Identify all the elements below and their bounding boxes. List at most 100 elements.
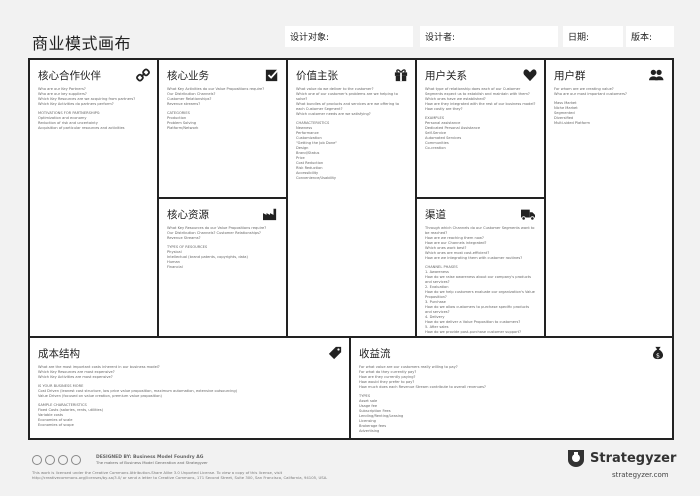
block-prompts: What are the most important costs inhere…: [38, 365, 341, 428]
prompt-line: How do we provide post-purchase customer…: [425, 330, 522, 334]
block-prompts: For what value are our customers really …: [359, 365, 664, 438]
prompt-line: Acquisition of particular resources and …: [38, 126, 125, 130]
prompt-line: "Getting the Job Done": [296, 141, 337, 145]
prompt-line: Automated Services: [425, 136, 462, 140]
prompt-line: Variable costs: [38, 413, 64, 417]
prompt-line: MOTIVATIONS FOR PARTNERSHIPS:: [38, 111, 101, 115]
block-revenue-streams[interactable]: 收益流 $ For what value are our customers r…: [351, 338, 672, 438]
block-key-activities[interactable]: 核心业务 What Key Activities do our Value Pr…: [159, 60, 286, 197]
block-title: 用户群: [554, 70, 586, 82]
prompt-line: Which ones work best?: [425, 246, 467, 250]
prompt-line: Design: [296, 146, 309, 150]
prompt-line: TYPES OF RESOURCES: [167, 245, 208, 249]
prompt-line: Licensing: [359, 419, 376, 423]
prompt-line: Multi-sided Platform: [554, 121, 591, 125]
prompt-line: Asset sale: [359, 399, 378, 403]
block-prompts: What value do we deliver to the customer…: [296, 87, 407, 181]
prompt-line: How are we integrating them with custome…: [425, 256, 523, 260]
prompt-line: Personal assistance: [425, 121, 461, 125]
block-cost-structure[interactable]: 成本结构 What are the most important costs i…: [30, 338, 349, 438]
prompt-line: Convenience/Usability: [296, 176, 337, 180]
designed-for-field[interactable]: 设计对象:: [285, 26, 413, 47]
prompt-line: Co-creation: [425, 146, 446, 150]
prompt-line: Which ones have we established?: [425, 97, 486, 101]
checkbox-icon: [265, 69, 279, 82]
prompt-line: Niche Market: [554, 106, 578, 110]
license-text-1: This work is licensed under the Creative…: [32, 470, 283, 475]
prompt-line: What are the most important costs inhere…: [38, 365, 160, 369]
prompt-line: Physical: [167, 250, 182, 254]
prompt-line: Which customer needs are we satisfying?: [296, 112, 371, 116]
prompt-line: How costly are they?: [425, 107, 463, 111]
prompt-line: How do we deliver a Value Proposition to…: [425, 320, 521, 324]
prompt-line: Dedicated Personal Assistance: [425, 126, 481, 130]
block-key-resources[interactable]: 核心资源 What Key Resources do our Value Pro…: [159, 199, 286, 336]
prompt-line: How do we help customers evaluate our or…: [425, 290, 535, 299]
block-customer-segments[interactable]: 用户群 For whom are we creating value?Who a…: [546, 60, 672, 336]
prompt-line: Which one of our customer's problems are…: [296, 92, 398, 101]
prompt-line: Customer Relationships?: [167, 97, 212, 101]
block-title: 成本结构: [38, 348, 80, 360]
truck-icon: [521, 209, 535, 221]
strategyzer-logo[interactable]: Strategyzer: [566, 448, 676, 468]
date-field[interactable]: 日期:: [563, 26, 623, 47]
block-title: 核心资源: [167, 209, 209, 221]
prompt-line: For what value are our customers really …: [359, 365, 458, 369]
heart-icon: [523, 69, 537, 82]
version-field[interactable]: 版本:: [626, 26, 674, 47]
prompt-line: What bundles of products and services ar…: [296, 102, 400, 111]
prompt-line: Advertising: [359, 429, 380, 433]
prompt-line: 4. Delivery: [425, 315, 445, 319]
prompt-line: Who are our Key Partners?: [38, 87, 86, 91]
prompt-line: Subscription Fees: [359, 409, 391, 413]
logo-url[interactable]: strategyzer.com: [612, 471, 669, 479]
prompt-line: 5. After sales: [425, 325, 449, 329]
prompt-line: How do we raise awareness about our comp…: [425, 275, 531, 284]
prompt-line: Newness: [296, 126, 313, 130]
canvas-grid: 核心合作伙伴 Who are our Key Partners?Who are …: [28, 58, 674, 440]
prompt-line: Platform/Network: [167, 126, 199, 130]
designed-by-field[interactable]: 设计者:: [420, 26, 558, 47]
logo-text: Strategyzer: [590, 450, 677, 466]
prompt-line: How much does each Revenue Stream contri…: [359, 385, 486, 389]
gift-icon: [394, 69, 408, 82]
prompt-line: Who are our most important customers?: [554, 92, 627, 96]
prompt-line: TYPES: [359, 394, 371, 398]
strategyzer-logo-icon: [568, 450, 584, 467]
page-title: 商业模式画布: [32, 34, 132, 53]
block-key-partners[interactable]: 核心合作伙伴 Who are our Key Partners?Who are …: [30, 60, 157, 336]
by-icon: [45, 455, 55, 465]
block-title: 收益流: [359, 348, 391, 360]
factory-icon: [263, 208, 277, 221]
prompt-line: Intellectual (brand patents, copyrights,…: [167, 255, 248, 259]
prompt-line: Self-Service: [425, 131, 447, 135]
block-channels[interactable]: 渠道 Through which Channels do our Custome…: [417, 199, 544, 336]
prompt-line: For what do they currently pay?: [359, 370, 417, 374]
block-customer-relationships[interactable]: 用户关系 What type of relationship does each…: [417, 60, 544, 197]
prompt-line: How do we allow customers to purchase sp…: [425, 305, 530, 314]
block-prompts: What type of relationship does each of o…: [425, 87, 536, 151]
prompt-line: EXAMPLES: [425, 116, 445, 120]
prompt-line: Which Key Resources are we acquiring fro…: [38, 97, 136, 101]
block-prompts: Who are our Key Partners?Who are our key…: [38, 87, 149, 131]
block-value-propositions[interactable]: 价值主张 What value do we deliver to the cus…: [288, 60, 415, 336]
prompt-line: How are we reaching them now?: [425, 236, 484, 240]
prompt-line: Fixed Costs (salaries, rents, utilities): [38, 408, 104, 412]
block-title: 核心合作伙伴: [38, 70, 101, 82]
prompt-line: Economies of scope: [38, 423, 74, 427]
prompt-line: Communities: [425, 141, 449, 145]
prompt-line: Lending/Renting/Leasing: [359, 414, 404, 418]
prompt-line: Brand/Status: [296, 151, 320, 155]
prompt-line: Revenue streams?: [167, 102, 201, 106]
prompt-line: What value do we deliver to the customer…: [296, 87, 374, 91]
nc-icon: [71, 455, 81, 465]
prompt-line: Accessibility: [296, 171, 319, 175]
prompt-line: Segmented: [554, 111, 575, 115]
prompt-line: Revenue Streams?: [167, 236, 201, 240]
designed-by-label: DESIGNED BY: Business Model Foundry AG: [96, 455, 204, 460]
prompt-line: Our Distribution Channels?: [167, 92, 216, 96]
prompt-line: How are our Channels integrated?: [425, 241, 487, 245]
prompt-line: Who are our key suppliers?: [38, 92, 87, 96]
prompt-line: Problem Solving: [167, 121, 196, 125]
